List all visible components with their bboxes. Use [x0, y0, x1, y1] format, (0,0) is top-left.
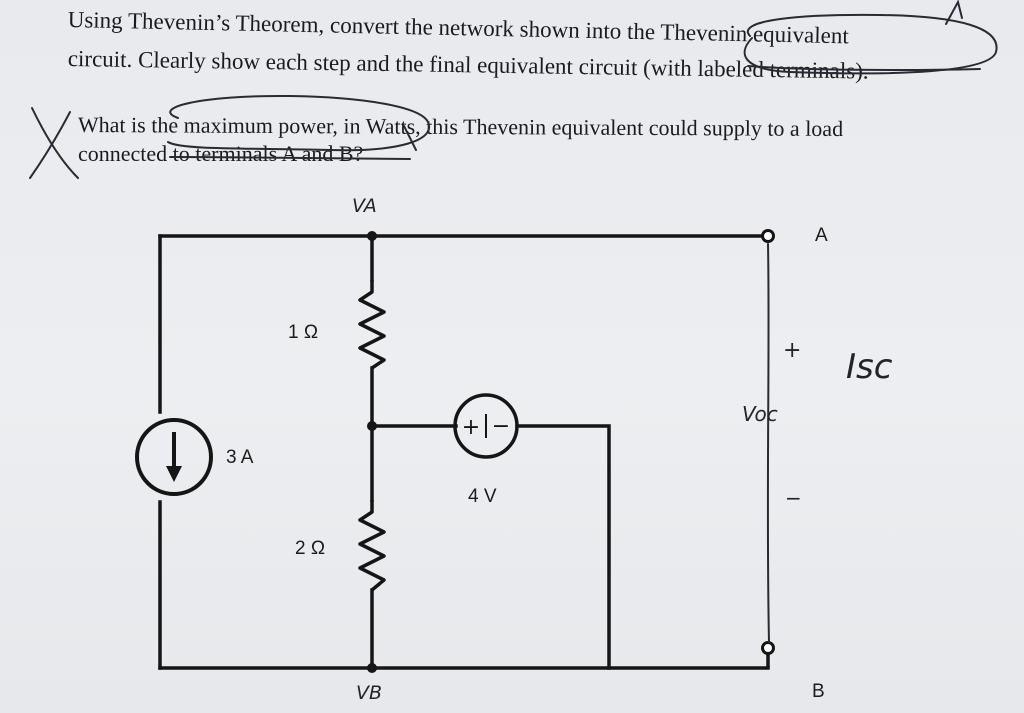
r2-label: 2 Ω	[295, 538, 326, 559]
terminal-b-node	[761, 641, 775, 655]
current-source	[135, 418, 213, 496]
terminal-a-node	[761, 229, 775, 243]
question-line-4: connected to terminals A and B?	[78, 141, 364, 166]
r1-label: 1 Ω	[288, 322, 319, 343]
cross-mark-stroke-1	[31, 107, 79, 179]
cross-mark-stroke-2	[29, 111, 71, 179]
strike-with-labeled	[747, 65, 981, 71]
pen-oval-power	[167, 94, 431, 152]
pen-mark-top-right	[945, 0, 963, 25]
terminal-a-label: A	[815, 225, 828, 246]
voltage-source: + −	[453, 393, 519, 459]
voc-plus-annotation: +	[783, 338, 802, 363]
voc-annotation: Voc	[742, 402, 778, 426]
pen-oval-top	[743, 13, 998, 75]
vs-minus-sign: −	[492, 414, 510, 439]
node-mid	[367, 421, 377, 431]
voc-minus-annotation: −	[785, 486, 802, 510]
wire-vs-right	[515, 424, 611, 670]
current-source-label: 3 A	[226, 447, 254, 468]
strike-in	[403, 125, 417, 151]
resistor-1	[358, 280, 386, 370]
node-vb	[367, 663, 377, 673]
isc-annotation: Isc	[846, 347, 893, 387]
terminal-b-label: B	[812, 681, 825, 702]
voltage-source-label: 4 V	[468, 486, 497, 507]
strike-to-terminals	[169, 156, 411, 160]
node-va	[367, 231, 377, 241]
resistor-2	[358, 500, 386, 592]
va-annotation: VA	[352, 195, 377, 217]
vs-plus-sign: +	[462, 415, 480, 440]
voc-line	[766, 243, 770, 643]
vb-annotation: VB	[356, 682, 383, 704]
